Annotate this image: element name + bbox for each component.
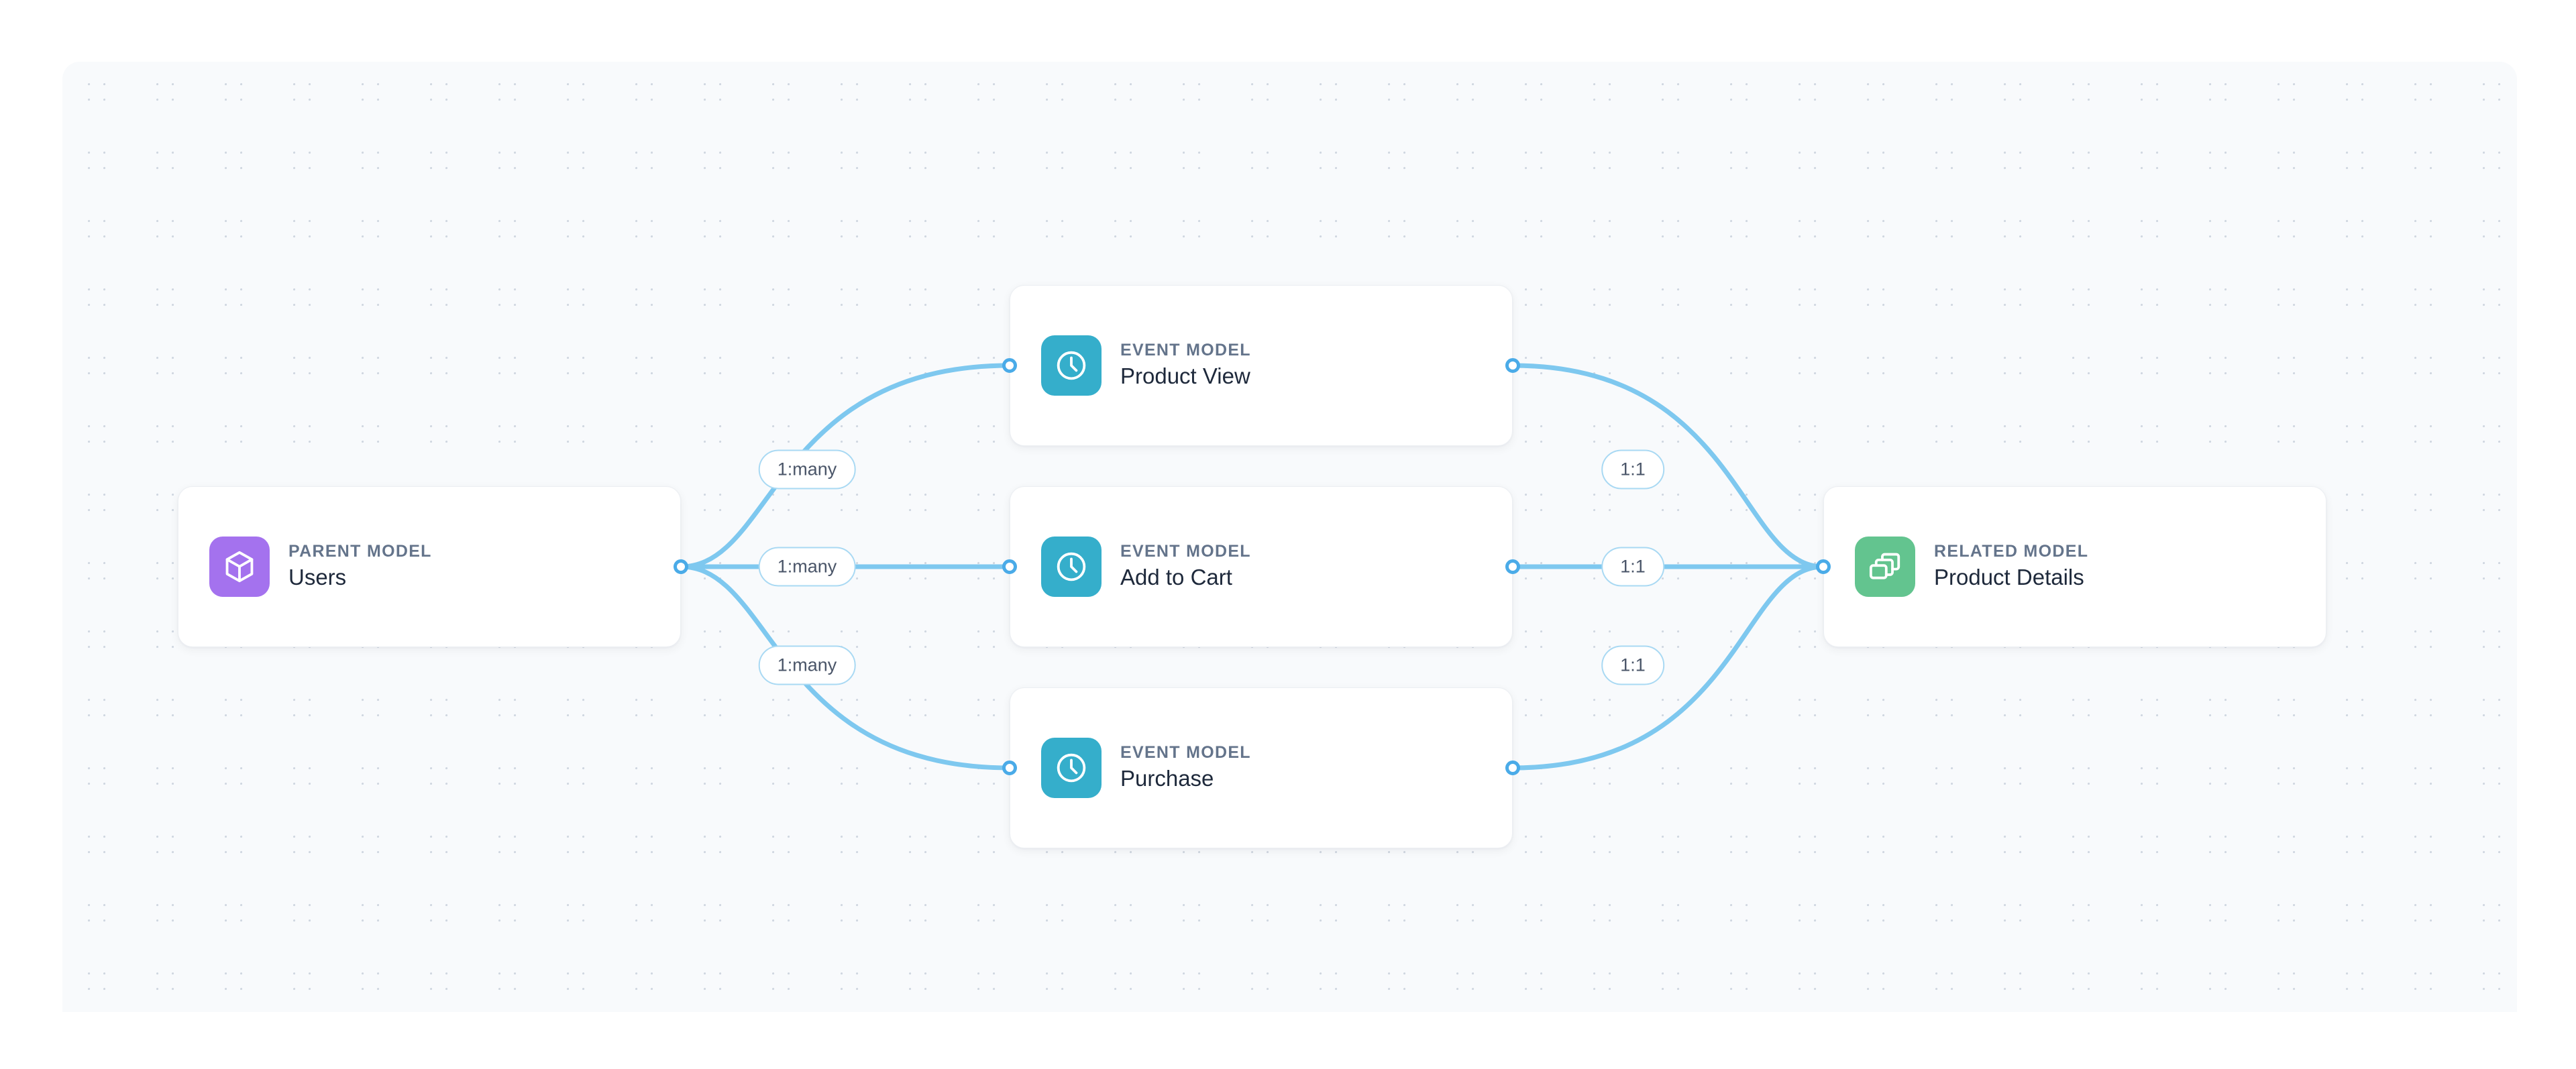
port-product-details-target[interactable] <box>1816 559 1831 574</box>
node-title: Product Details <box>1934 565 2084 590</box>
cube-icon <box>209 537 270 597</box>
edge-label-purchase-product-details[interactable]: 1:1 <box>1601 645 1664 685</box>
node-event-model-product-view[interactable]: EVENT MODEL Product View <box>1010 285 1513 446</box>
port-add-to-cart-source[interactable] <box>1505 559 1520 574</box>
port-add-to-cart-target[interactable] <box>1002 559 1017 574</box>
edge-purchase-product-details <box>1510 564 1826 771</box>
clock-icon <box>1041 738 1102 798</box>
edge-product-view-product-details <box>1510 363 1826 569</box>
node-content: EVENT MODEL Product View <box>1010 335 1251 396</box>
edge-label-users-purchase[interactable]: 1:many <box>758 645 856 685</box>
clock-icon <box>1041 335 1102 396</box>
flow-canvas[interactable]: 1:many 1:many 1:many 1:1 1:1 1:1 PARENT … <box>62 62 2517 1012</box>
node-parent-model-users[interactable]: PARENT MODEL Users <box>178 486 681 647</box>
node-related-model-product-details[interactable]: RELATED MODEL Product Details <box>1823 486 2326 647</box>
node-content: RELATED MODEL Product Details <box>1824 537 2088 597</box>
node-title: Purchase <box>1120 766 1214 791</box>
edge-label-users-add-to-cart[interactable]: 1:many <box>758 547 856 587</box>
node-eyebrow-label: RELATED MODEL <box>1934 542 2089 561</box>
node-title: Users <box>288 565 347 590</box>
node-text: EVENT MODEL Purchase <box>1120 744 1251 791</box>
node-content: EVENT MODEL Purchase <box>1010 738 1251 798</box>
port-purchase-source[interactable] <box>1505 761 1520 775</box>
node-eyebrow-label: PARENT MODEL <box>288 542 432 561</box>
node-text: RELATED MODEL Product Details <box>1934 543 2088 590</box>
node-title: Add to Cart <box>1120 565 1232 590</box>
port-purchase-target[interactable] <box>1002 761 1017 775</box>
node-text: EVENT MODEL Add to Cart <box>1120 543 1251 590</box>
node-event-model-purchase[interactable]: EVENT MODEL Purchase <box>1010 687 1513 848</box>
port-product-view-target[interactable] <box>1002 358 1017 373</box>
node-eyebrow-label: EVENT MODEL <box>1120 743 1251 763</box>
port-product-view-source[interactable] <box>1505 358 1520 373</box>
node-eyebrow-label: EVENT MODEL <box>1120 341 1251 360</box>
edge-label-add-to-cart-product-details[interactable]: 1:1 <box>1601 547 1664 587</box>
layers-icon <box>1855 537 1915 597</box>
edge-label-users-product-view[interactable]: 1:many <box>758 449 856 490</box>
node-content: EVENT MODEL Add to Cart <box>1010 537 1251 597</box>
node-content: PARENT MODEL Users <box>178 537 432 597</box>
edge-label-product-view-product-details[interactable]: 1:1 <box>1601 449 1664 490</box>
node-event-model-add-to-cart[interactable]: EVENT MODEL Add to Cart <box>1010 486 1513 647</box>
node-text: PARENT MODEL Users <box>288 543 432 590</box>
port-users-source[interactable] <box>674 559 688 574</box>
node-text: EVENT MODEL Product View <box>1120 342 1251 389</box>
node-title: Product View <box>1120 363 1250 389</box>
clock-icon <box>1041 537 1102 597</box>
node-eyebrow-label: EVENT MODEL <box>1120 542 1251 561</box>
